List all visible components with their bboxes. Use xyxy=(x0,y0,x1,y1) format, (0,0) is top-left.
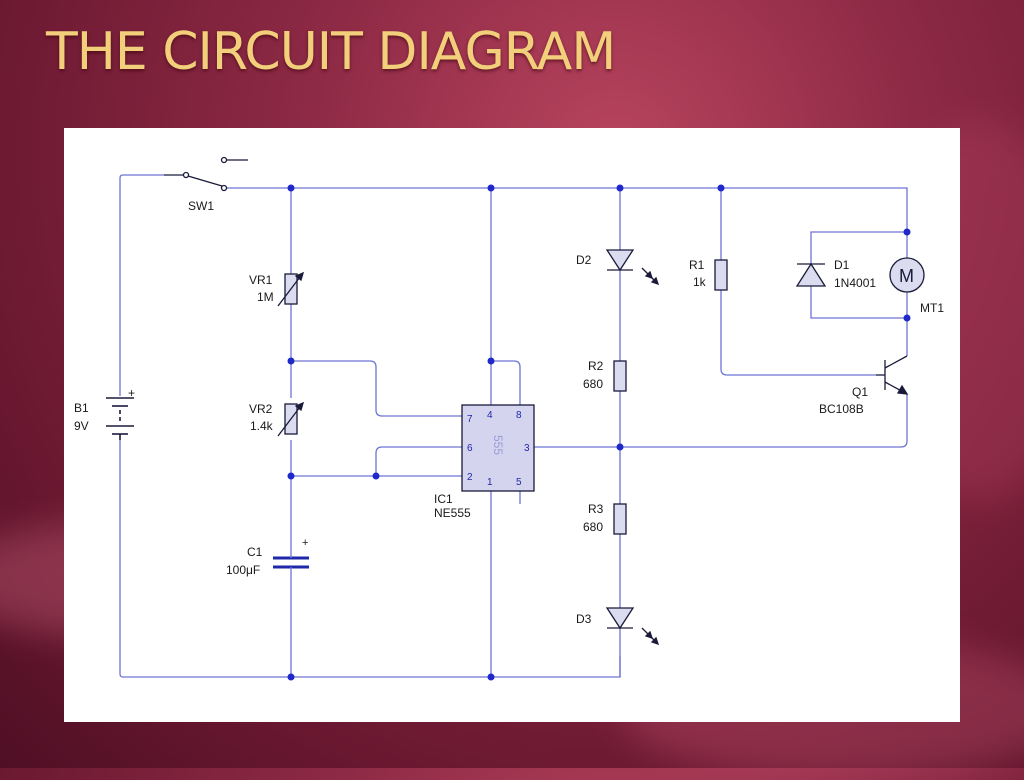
b1-value: 9V xyxy=(74,419,89,433)
pin-3: 3 xyxy=(524,443,530,454)
d2-name: D2 xyxy=(576,253,592,267)
q1-value: BC108B xyxy=(819,402,864,416)
resistor-r3 xyxy=(613,503,627,535)
r1-name: R1 xyxy=(689,258,705,272)
motor-symbol: M xyxy=(899,266,914,286)
ic-text: 555 xyxy=(491,435,505,455)
c1-name: C1 xyxy=(247,545,263,559)
c1-plus: + xyxy=(302,537,308,549)
r2-value: 680 xyxy=(583,377,603,391)
motor-mt1 xyxy=(889,257,925,293)
d3-name: D3 xyxy=(576,612,592,626)
pin-2: 2 xyxy=(467,472,473,483)
transistor-q1 xyxy=(876,355,909,395)
ic1-name: IC1 xyxy=(434,492,453,506)
d1-value: 1N4001 xyxy=(834,276,876,290)
circuit-diagram: SW1 + B1 9V VR1 1M VR2 1.4k + C1 100μF xyxy=(74,156,944,681)
mt1-name: MT1 xyxy=(920,301,944,315)
pin-7: 7 xyxy=(467,414,473,425)
variable-resistor-vr1 xyxy=(277,271,305,307)
led-d3 xyxy=(605,607,660,646)
slide-title: THE CIRCUIT DIAGRAM xyxy=(46,22,616,82)
sw1-label: SW1 xyxy=(188,199,214,213)
junction-dots xyxy=(287,184,911,681)
r3-value: 680 xyxy=(583,520,603,534)
ic-ne555 xyxy=(461,404,535,492)
pin-8: 8 xyxy=(516,410,522,421)
r3-name: R3 xyxy=(588,502,604,516)
q1-name: Q1 xyxy=(852,385,868,399)
b1-plus: + xyxy=(128,386,135,400)
pin-5: 5 xyxy=(516,477,522,488)
capacitor-c1 xyxy=(273,556,309,569)
d1-name: D1 xyxy=(834,258,850,272)
wires xyxy=(119,174,908,678)
c1-value: 100μF xyxy=(226,563,260,577)
ic1-value: NE555 xyxy=(434,506,471,520)
vr2-value: 1.4k xyxy=(250,419,274,433)
r2-name: R2 xyxy=(588,359,604,373)
battery-b1 xyxy=(106,397,134,440)
r1-value: 1k xyxy=(693,275,707,289)
resistor-r2 xyxy=(613,360,627,392)
circuit-diagram-panel: SW1 + B1 9V VR1 1M VR2 1.4k + C1 100μF xyxy=(64,128,960,722)
b1-name: B1 xyxy=(74,401,89,415)
resistor-r1 xyxy=(714,259,728,291)
led-d2 xyxy=(605,249,660,286)
variable-resistor-vr2 xyxy=(277,401,305,437)
diode-d1 xyxy=(795,262,827,287)
pin-6: 6 xyxy=(467,443,473,454)
vr1-name: VR1 xyxy=(249,273,273,287)
vr1-value: 1M xyxy=(257,290,274,304)
pin-4: 4 xyxy=(487,410,493,421)
switch-sw1 xyxy=(164,156,248,192)
vr2-name: VR2 xyxy=(249,402,273,416)
pin-1: 1 xyxy=(487,477,493,488)
